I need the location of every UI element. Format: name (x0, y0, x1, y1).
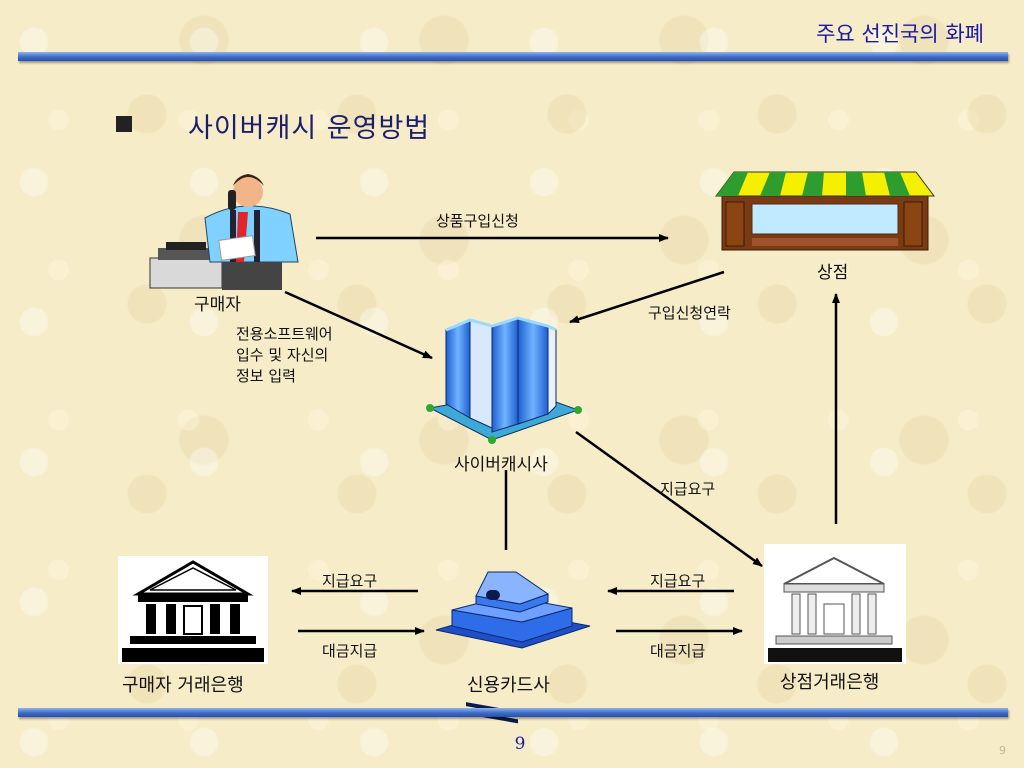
page-number: 9 (514, 734, 526, 754)
cybercash-building-illustration (426, 316, 582, 444)
arrow-store-to-cybercash (569, 270, 725, 324)
store-label: 상점 (817, 263, 849, 283)
buyer-bank-label: 구매자 거래은행 (122, 675, 244, 696)
edge-label-purchase-request: 상품구입신청 (436, 212, 519, 230)
edge-label-purchase-contact: 구입신청연락 (648, 304, 731, 322)
store-bank-label: 상점거래은행 (780, 672, 880, 693)
store-illustration (715, 171, 935, 251)
edge-label-payment-right: 대금지급 (322, 642, 378, 660)
store-bank-illustration (764, 544, 906, 664)
edge-label-payment-left: 대금지급 (650, 642, 706, 660)
section-title: 사이버캐시 운영방법 (188, 113, 431, 144)
header-title: 주요 선진국의 화폐 (816, 22, 984, 46)
card-company-label: 신용카드사 (467, 675, 550, 696)
cybercash-label: 사이버캐시사 (454, 455, 548, 475)
buyer-label: 구매자 (194, 295, 241, 315)
edge-label-payment-request-left: 지급요구 (322, 572, 378, 590)
square-bullet-icon (116, 116, 132, 132)
edge-label-payment-request-cybercash: 지급요구 (660, 480, 716, 498)
buyer-bank-illustration (118, 556, 268, 664)
top-divider-bar (18, 52, 1008, 61)
diagram-arrows (284, 234, 840, 635)
edge-label-software-input: 전용소프트웨어 입수 및 자신의 정보 입력 (236, 324, 333, 387)
corner-page-number: 9 (999, 744, 1006, 757)
bottom-divider-bar (18, 708, 1008, 717)
software-input-line-3: 정보 입력 (236, 367, 296, 385)
card-company-building-illustration (435, 571, 591, 724)
software-input-line-2: 입수 및 자신의 (236, 346, 329, 364)
arrow-buyer-to-cybercash (284, 290, 433, 360)
software-input-line-1: 전용소프트웨어 (236, 325, 333, 343)
buyer-illustration (149, 174, 299, 290)
arrow-cybercash-to-store-bank (575, 430, 763, 568)
edge-label-payment-request-right: 지급요구 (650, 572, 706, 590)
